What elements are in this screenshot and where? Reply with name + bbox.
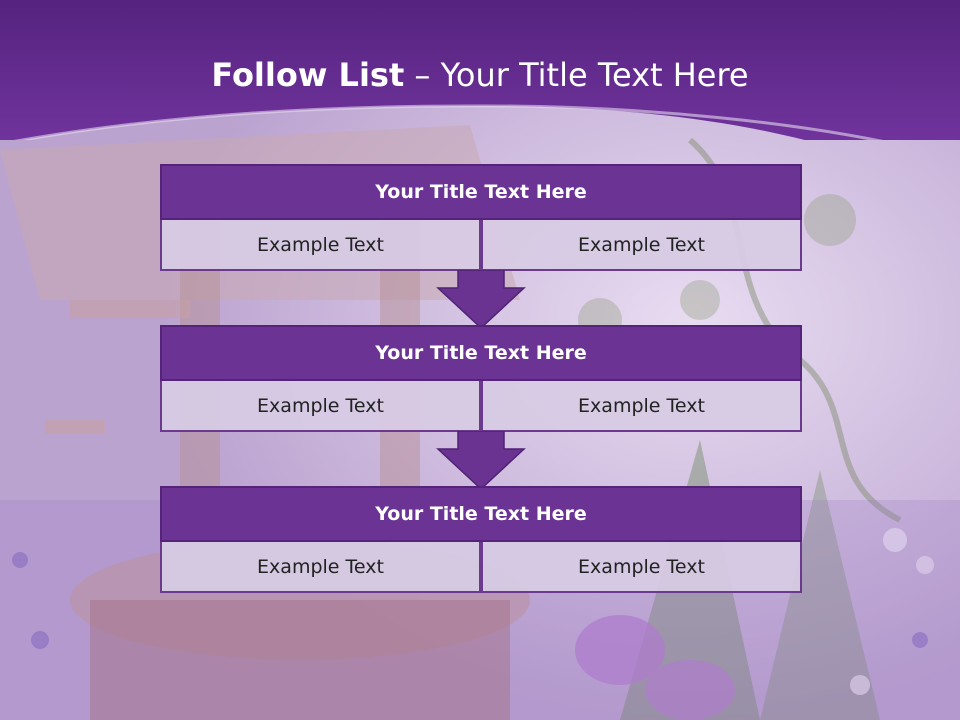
box-title: Your Title Text Here [160,164,802,220]
list-box-1: Your Title Text Here Example Text Exampl… [160,164,802,271]
down-arrow-icon [436,270,526,330]
box-title: Your Title Text Here [160,486,802,542]
box-cell-right: Example Text [481,542,802,593]
box-title: Your Title Text Here [160,325,802,381]
box-cell-right: Example Text [481,220,802,271]
box-cell-left: Example Text [160,542,481,593]
header-band [0,0,960,140]
list-box-2: Your Title Text Here Example Text Exampl… [160,325,802,432]
down-arrow-icon [436,431,526,491]
box-cell-right: Example Text [481,381,802,432]
box-cell-left: Example Text [160,220,481,271]
slide-title-rest: – Your Title Text Here [404,56,749,94]
slide-title-bold: Follow List [211,56,405,94]
box-cell-left: Example Text [160,381,481,432]
list-box-3: Your Title Text Here Example Text Exampl… [160,486,802,593]
slide-title: Follow List – Your Title Text Here [0,52,960,98]
